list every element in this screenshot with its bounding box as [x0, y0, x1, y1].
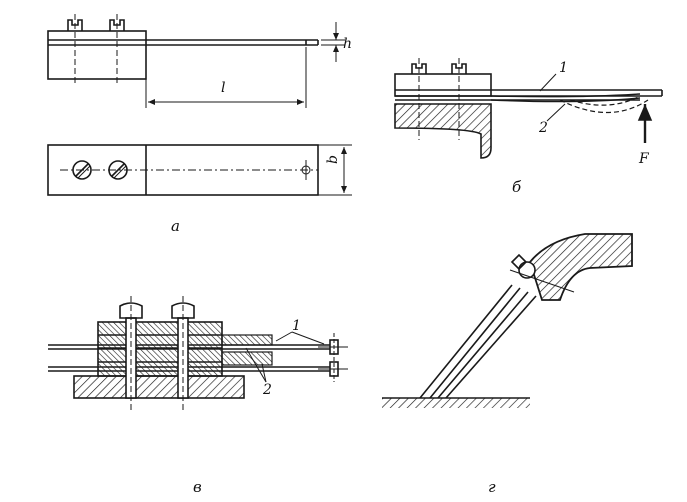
dim-l	[145, 47, 307, 108]
panel-g-label: г	[488, 478, 496, 496]
clamp-upper	[394, 73, 492, 97]
dim-h-label: h	[343, 36, 352, 52]
bolt-heads-side	[67, 19, 125, 31]
end-pins	[318, 333, 348, 382]
panel-v-label: в	[193, 478, 202, 496]
bolts	[119, 296, 195, 410]
dim-l-label: l	[221, 80, 225, 96]
panel-b: F 1 2 б	[394, 58, 663, 196]
panel-v: 1 2 в	[48, 296, 348, 496]
angled-holder	[528, 233, 633, 301]
callout-1: 1	[559, 60, 568, 76]
strips	[48, 344, 330, 372]
panel-g: г	[382, 233, 633, 496]
force-label: F	[638, 151, 650, 167]
callout-2: 2	[262, 382, 272, 398]
panel-a: h l b	[47, 14, 352, 235]
strip-side	[48, 39, 319, 46]
dim-h	[321, 22, 345, 62]
panel-b-label: б	[512, 178, 522, 196]
dim-b-label: b	[325, 155, 341, 164]
fixed-base	[394, 103, 492, 159]
ground	[382, 398, 530, 408]
inclined-strips	[419, 284, 537, 399]
base-plate	[73, 375, 245, 399]
callout-2: 2	[538, 120, 548, 136]
clamp-nut	[509, 253, 575, 293]
dim-b	[318, 144, 352, 196]
strips-deflected	[490, 93, 649, 114]
panel-a-label: а	[171, 217, 180, 235]
clamp-block-side	[47, 30, 147, 80]
callout-1: 1	[292, 318, 301, 334]
